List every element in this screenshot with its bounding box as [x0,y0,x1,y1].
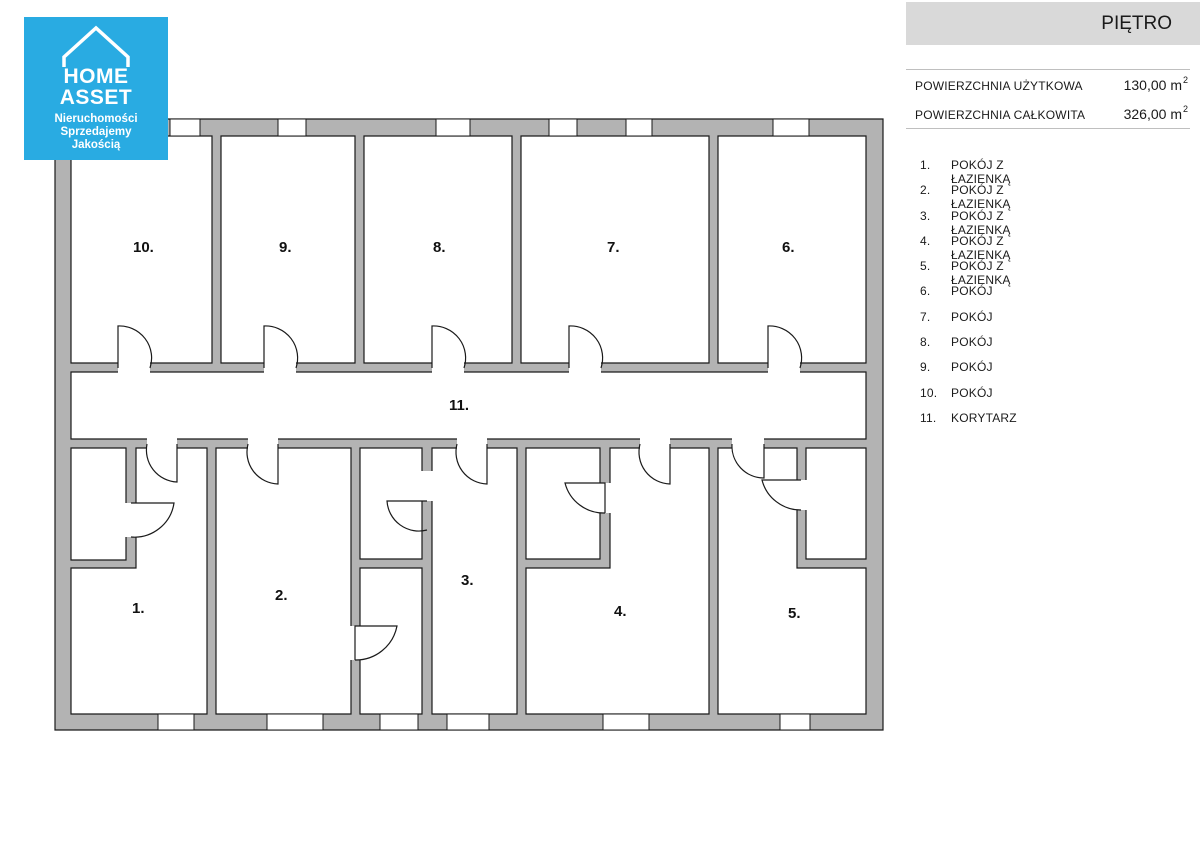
window [157,713,195,731]
walls [54,118,884,731]
area-row-usable: POWIERZCHNIA UŻYTKOWA 130,00 m2 [906,70,1190,99]
window [625,118,653,137]
windows-top [169,118,810,137]
room-label-4: 4. [614,603,627,620]
room-label-8: 8. [433,239,446,256]
logo-word-asset: ASSET [59,86,133,109]
area-label: POWIERZCHNIA UŻYTKOWA [915,79,1083,93]
logo-tagline-2: Sprzedajemy [60,126,132,138]
room-label-1: 1. [132,600,145,617]
windows-bottom [157,713,811,731]
room-label-6: 6. [782,239,795,256]
room-label-3: 3. [461,572,474,589]
room-label-5: 5. [788,605,801,622]
house-roof-icon [62,25,130,67]
floor-header: PIĘTRO [906,2,1200,45]
room-labels: 10. 9. 8. 7. 6. 11. 1. 2. 3. 4. 5. [132,239,801,622]
area-row-total: POWIERZCHNIA CAŁKOWITA 326,00 m2 [906,99,1190,128]
room-label-10: 10. [133,239,154,256]
window [266,713,324,731]
area-label: POWIERZCHNIA CAŁKOWITA [915,108,1086,122]
window [379,713,419,731]
room-label-7: 7. [607,239,620,256]
logo-tagline-3: Jakością [71,139,121,151]
area-value: 130,00 m2 [1123,75,1188,93]
door-swings [117,325,803,661]
window [548,118,578,137]
area-value: 326,00 m2 [1123,104,1188,122]
floor-title: PIĘTRO [1101,13,1172,34]
divider [906,128,1190,129]
window [779,713,811,731]
logo-tagline-1: Nieruchomości [54,113,138,125]
window [772,118,810,137]
window [169,118,201,137]
divider [906,69,1190,70]
window [435,118,471,137]
logo: HOME ASSET Nieruchomości Sprzedajemy Jak… [24,17,168,160]
window [602,713,650,731]
area-summary: POWIERZCHNIA UŻYTKOWA 130,00 m2 POWIERZC… [906,69,1190,129]
window [277,118,307,137]
room-label-9: 9. [279,239,292,256]
room-label-11: 11. [449,397,469,414]
door-openings [118,362,807,660]
logo-word-home: HOME [63,65,129,88]
window [446,713,490,731]
room-label-2: 2. [275,587,288,604]
